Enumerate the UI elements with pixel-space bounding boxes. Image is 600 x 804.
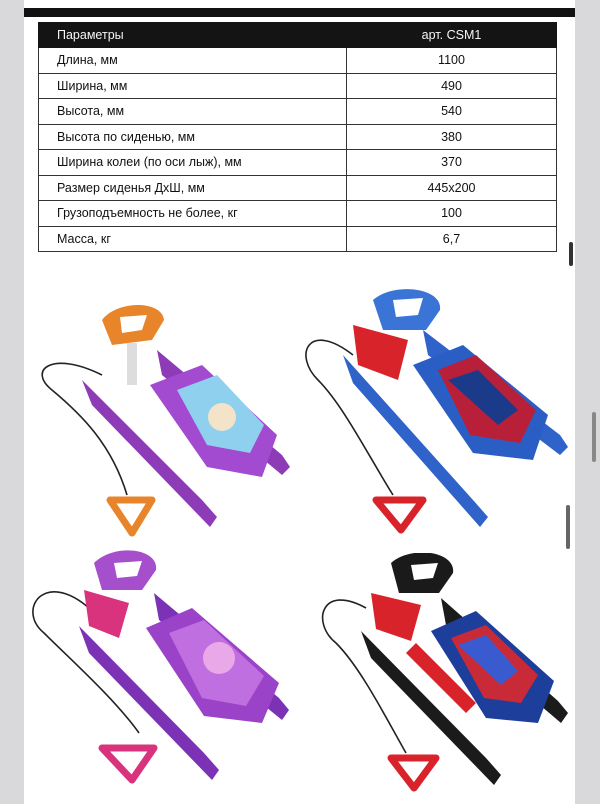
ski-runner	[82, 380, 217, 527]
spec-value: 370	[346, 149, 557, 176]
scroll-marker	[592, 412, 596, 462]
steering-wheel-hole	[393, 298, 423, 317]
scroll-marker	[566, 505, 570, 549]
table-row: Длина, мм 1100	[38, 47, 557, 74]
spec-header-value: арт. CSM1	[346, 22, 557, 48]
spec-table: Параметры арт. CSM1 Длина, мм 1100 Ширин…	[38, 22, 557, 252]
spec-value: 380	[346, 123, 557, 150]
spec-header-param: Параметры	[38, 22, 347, 48]
tow-handle	[98, 744, 158, 784]
seat-graphic	[208, 403, 236, 431]
steering-wheel-hole	[120, 315, 147, 333]
steering-column	[127, 343, 137, 385]
table-row: Ширина, мм 490	[38, 72, 557, 99]
table-row: Высота, мм 540	[38, 98, 557, 125]
spec-value: 6,7	[346, 225, 557, 252]
tow-rope	[41, 362, 128, 496]
tow-rope	[321, 599, 407, 754]
spec-param: Масса, кг	[38, 225, 347, 252]
product-image-spiderman-sled	[305, 289, 568, 534]
product-image-pony-sled	[32, 550, 289, 784]
spec-param: Ширина колеи (по оси лыж), мм	[38, 149, 347, 176]
spec-param: Ширина, мм	[38, 72, 347, 99]
spec-value: 490	[346, 72, 557, 99]
spec-value: 445x200	[346, 174, 557, 201]
tow-handle	[106, 496, 156, 537]
top-bar	[24, 8, 575, 17]
ski-runner	[361, 631, 501, 785]
spec-param: Высота по сиденью, мм	[38, 123, 347, 150]
table-row: Масса, кг 6,7	[38, 225, 557, 252]
spec-value: 1100	[346, 47, 557, 74]
spec-param: Длина, мм	[38, 47, 347, 74]
spec-param: Размер сиденья ДхШ, мм	[38, 174, 347, 201]
ski-runner	[79, 626, 219, 780]
scroll-marker	[569, 242, 573, 266]
spec-value: 100	[346, 200, 557, 227]
table-row: Грузоподъемность не более, кг 100	[38, 200, 557, 227]
table-row: Ширина колеи (по оси лыж), мм 370	[38, 149, 557, 176]
tow-handle	[372, 496, 427, 534]
spec-value: 540	[346, 98, 557, 125]
product-image-avengers-sled	[321, 553, 568, 792]
steering-wheel-hole	[114, 561, 142, 578]
table-row: Высота по сиденью, мм 380	[38, 123, 557, 150]
frame	[84, 590, 129, 638]
seat-graphic	[203, 642, 235, 674]
frame	[406, 643, 476, 713]
ski-runner	[343, 355, 488, 527]
seat-graphic	[458, 635, 518, 685]
product-image-frozen-sled	[41, 305, 290, 537]
spec-param: Грузоподъемность не более, кг	[38, 200, 347, 227]
frame	[371, 593, 421, 641]
frame	[353, 325, 408, 380]
table-row: Размер сиденья ДхШ, мм 445x200	[38, 174, 557, 201]
tow-handle	[387, 754, 440, 792]
spec-header-row: Параметры арт. CSM1	[38, 22, 557, 48]
tow-rope	[305, 339, 394, 496]
tow-rope	[32, 591, 140, 734]
steering-wheel-hole	[411, 563, 438, 580]
spec-param: Высота, мм	[38, 98, 347, 125]
seat-graphic	[448, 370, 518, 425]
